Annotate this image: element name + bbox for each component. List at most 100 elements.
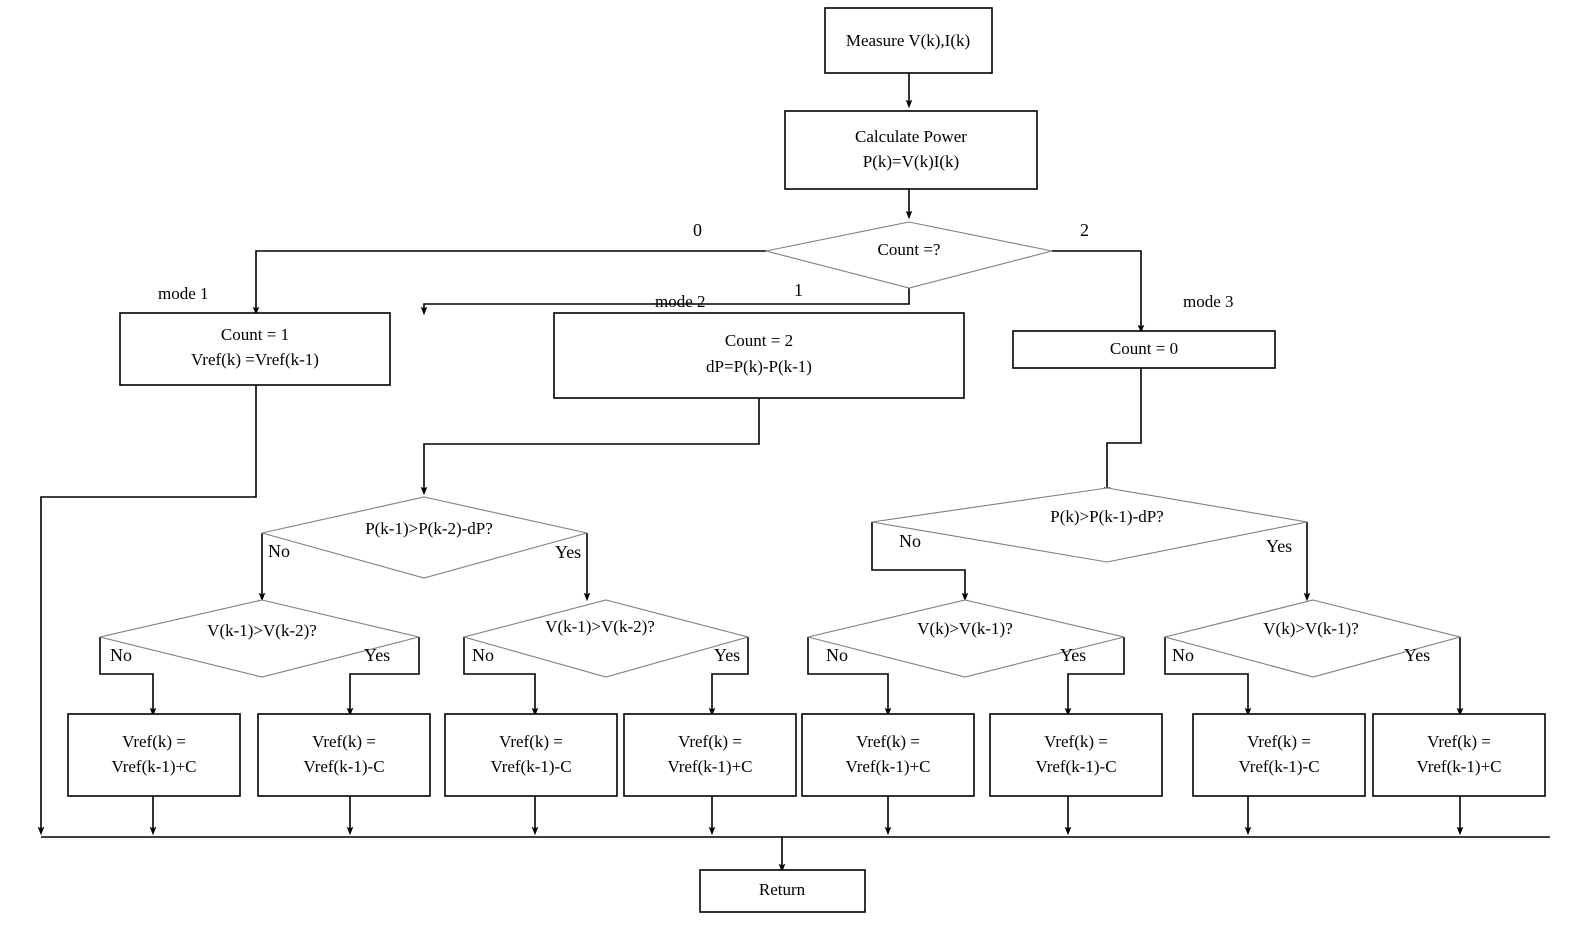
node-result-2[interactable]: Vref(k) = Vref(k-1)-C [257,713,431,797]
edge-count1-to-mode2 [420,288,910,316]
node-result-1-line-1: Vref(k-1)+C [111,757,196,776]
edge-mode2-to-decision [420,398,760,496]
node-decision-p-km1-label: P(k-1)>P(k-2)-dP? [365,519,493,538]
node-decision-v-a[interactable]: V(k-1)>V(k-2)? [99,599,420,678]
node-result-8-shape [1372,713,1546,797]
node-result-6-line-1: Vref(k-1)-C [1035,757,1116,776]
node-calculate-power[interactable]: Calculate Power P(k)=V(k)I(k) [784,110,1038,190]
node-decision-p-k-shape [871,487,1308,563]
node-calculate-power-line-0: Calculate Power [855,127,967,146]
node-count-decision[interactable]: Count =? [765,221,1053,289]
node-return-shape [699,869,866,913]
node-mode1-box-shape [119,312,391,386]
node-result-2-shape [257,713,431,797]
edge-label-mode-1: mode 1 [158,284,209,303]
edge-label-vc-no: No [826,645,848,665]
node-result-3-line-0: Vref(k) = [499,732,563,751]
node-result-1-line-0: Vref(k) = [122,732,186,751]
node-count-decision-shape [765,221,1053,289]
node-mode3-box-line-0: Count = 0 [1110,339,1178,358]
edge-label-vb-no: No [472,645,494,665]
edge-label-count-1: 1 [794,280,803,300]
node-result-7-shape [1192,713,1366,797]
node-measure-shape [824,7,993,74]
edge-label-pkm1-no: No [268,541,290,561]
node-mode3-box[interactable]: Count = 0 [1012,330,1276,369]
node-result-5[interactable]: Vref(k) = Vref(k-1)+C [801,713,975,797]
node-count-decision-label: Count =? [878,240,941,259]
node-decision-v-b-label: V(k-1)>V(k-2)? [545,617,655,636]
node-result-3-shape [444,713,618,797]
connector-layer [37,73,1550,873]
node-result-3[interactable]: Vref(k) = Vref(k-1)-C [444,713,618,797]
node-decision-v-b[interactable]: V(k-1)>V(k-2)? [461,599,751,678]
node-mode1-box-line-0: Count = 1 [221,325,289,344]
node-result-5-shape [801,713,975,797]
edge-count2-to-mode3 [1052,250,1145,334]
edge-pk-no [871,522,969,602]
edge-label-mode-3: mode 3 [1183,292,1234,311]
node-mode1-box[interactable]: Count = 1 Vref(k) =Vref(k-1) [119,312,391,386]
node-mode2-box-line-1: dP=P(k)-P(k-1) [706,357,812,376]
node-result-6-shape [989,713,1163,797]
node-decision-v-c-shape [807,599,1125,678]
edge-label-mode-2: mode 2 [655,292,706,311]
node-measure[interactable]: Measure V(k),I(k) [824,7,993,74]
node-result-1-shape [67,713,241,797]
edge-label-vd-no: No [1172,645,1194,665]
node-result-4-line-0: Vref(k) = [678,732,742,751]
node-result-7-line-0: Vref(k) = [1247,732,1311,751]
node-result-1[interactable]: Vref(k) = Vref(k-1)+C [67,713,241,797]
node-result-6-line-0: Vref(k) = [1044,732,1108,751]
node-result-4-line-1: Vref(k-1)+C [667,757,752,776]
node-return-label: Return [759,880,806,899]
node-result-4[interactable]: Vref(k) = Vref(k-1)+C [623,713,797,797]
node-calculate-power-shape [784,110,1038,190]
node-result-7-line-1: Vref(k-1)-C [1238,757,1319,776]
node-decision-p-k-label: P(k)>P(k-1)-dP? [1050,507,1163,526]
edge-vc-yes [1064,637,1125,717]
edge-vc-no [807,637,892,717]
edge-label-vc-yes: Yes [1060,645,1086,665]
edge-mode1-to-bus [37,385,257,836]
edge-vd-no [1164,637,1252,717]
node-result-8-line-0: Vref(k) = [1427,732,1491,751]
edge-label-va-yes: Yes [364,645,390,665]
edge-label-pk-yes: Yes [1266,536,1292,556]
node-mode2-box[interactable]: Count = 2 dP=P(k)-P(k-1) [553,312,965,399]
node-decision-v-c[interactable]: V(k)>V(k-1)? [807,599,1125,678]
edge-label-pk-no: No [899,531,921,551]
edge-label-vd-yes: Yes [1404,645,1430,665]
node-result-3-line-1: Vref(k-1)-C [490,757,571,776]
node-mode1-box-line-1: Vref(k) =Vref(k-1) [191,350,319,369]
edge-label-count-0: 0 [693,220,702,240]
node-decision-v-b-shape [461,599,751,678]
node-decision-v-d-shape [1162,599,1463,678]
node-decision-v-c-label: V(k)>V(k-1)? [917,619,1013,638]
node-mode2-box-line-0: Count = 2 [725,331,793,350]
edge-label-pkm1-yes: Yes [555,542,581,562]
node-mode2-box-shape [553,312,965,399]
node-return[interactable]: Return [699,869,866,913]
node-result-8[interactable]: Vref(k) = Vref(k-1)+C [1372,713,1546,797]
node-calculate-power-line-1: P(k)=V(k)I(k) [863,152,959,171]
node-decision-v-d[interactable]: V(k)>V(k-1)? [1162,599,1463,678]
node-result-6[interactable]: Vref(k) = Vref(k-1)-C [989,713,1163,797]
node-result-5-line-0: Vref(k) = [856,732,920,751]
node-decision-v-d-label: V(k)>V(k-1)? [1263,619,1359,638]
edge-label-vb-yes: Yes [714,645,740,665]
node-result-4-shape [623,713,797,797]
edge-va-yes [346,637,420,717]
edge-label-va-no: No [110,645,132,665]
node-decision-v-a-shape [99,599,420,678]
node-decision-p-km1[interactable]: P(k-1)>P(k-2)-dP? [261,496,588,579]
node-result-2-line-1: Vref(k-1)-C [303,757,384,776]
node-decision-p-k[interactable]: P(k)>P(k-1)-dP? [871,487,1308,563]
node-mode3-box-shape [1012,330,1276,369]
node-result-7[interactable]: Vref(k) = Vref(k-1)-C [1192,713,1366,797]
node-decision-p-km1-shape [261,496,588,579]
edge-va-no [99,637,157,717]
edge-label-count-2: 2 [1080,220,1089,240]
